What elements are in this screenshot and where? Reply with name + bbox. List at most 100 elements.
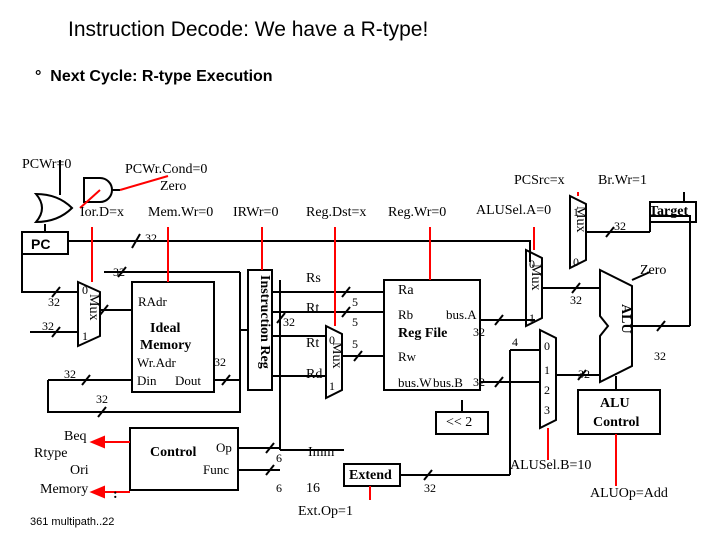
field-rt-a: Rt [306,301,320,316]
width-target: 32 [614,219,626,233]
signal-alusela: ALUSel.A=0 [476,203,552,218]
field-sixteen: 16 [306,481,320,496]
width-busb: 32 [473,375,485,389]
control-output-beq: Beq [64,429,87,444]
width-busa: 32 [473,325,485,339]
signal-pcwr: PCWr=0 [22,157,72,172]
pcwrcond-wire [119,175,169,191]
width-alu-out: 32 [654,349,666,363]
mux-pc-0: 0 [573,255,579,269]
signal-iord: Ior.D=x [80,205,125,220]
mux-left-0: 0 [82,283,88,297]
control-op: Op [216,440,232,455]
alu-control-line1: ALU [600,396,630,411]
or-gate [33,192,74,224]
signal-zero-top: Zero [160,179,187,194]
mux-left-1: 1 [82,329,88,343]
width-left-c: 32 [64,367,76,381]
slide-title: Instruction Decode: We have a R-type! [68,18,429,41]
field-five-a: 5 [352,295,358,309]
signal-brwr: Br.Wr=1 [598,173,647,188]
field-five-b: 5 [352,315,358,329]
field-six-a: 6 [276,451,282,465]
bullet-marker: ° [35,68,42,85]
width-left-d: 32 [96,392,108,406]
mux-mid [325,324,343,400]
target-label: Target [649,204,689,219]
regfile-busb: bus.B [433,375,463,390]
signal-regwr: Reg.Wr=0 [388,205,447,220]
bullet-text: Next Cycle: R-type Execution [50,68,273,85]
control-func: Func [203,462,229,477]
memory-radr: RAdr [138,294,167,309]
slide-footer: 361 multipath..22 [30,516,115,528]
signal-pcsrc: PCSrc=x [514,173,565,188]
width-alu-a: 32 [570,293,582,307]
regfile-ra: Ra [398,283,414,298]
field-five-c: 5 [352,337,358,351]
control-label: Control [150,445,197,460]
mux-alu-b [539,328,557,430]
field-rd: Rd [306,367,323,382]
and-gate [83,177,113,203]
alu-zero: Zero [640,263,667,278]
alu-label: ALU [618,304,633,334]
width-ext: 32 [424,481,436,495]
signal-irwr: IRWr=0 [233,205,279,220]
regfile-busa: bus.A [446,307,477,322]
field-six-b: 6 [276,481,282,495]
shift-label: << 2 [446,415,473,430]
field-imm: Imm [308,445,335,460]
signal-regdst: Reg.Dst=x [306,205,367,220]
mux-mid-0: 0 [329,333,335,347]
memory-wradr: Wr.Adr [137,355,176,370]
control-output-ori: Ori [70,463,89,478]
regfile-busw: bus.W [398,375,432,390]
bullet-item: ° Next Cycle: R-type Execution [35,69,273,85]
mux-alu-b-2: 2 [544,383,550,397]
mux-left-label: Mux [86,294,101,321]
mux-alu-a-1: 1 [529,311,535,325]
mux-left [77,280,101,348]
signal-memwr: Mem.Wr=0 [148,205,214,220]
memory-name: Memory [140,338,192,353]
signal-extop: Ext.Op=1 [298,504,353,519]
width-ir: 32 [283,315,295,329]
width-alu-b: 32 [578,367,590,381]
regfile-name: Reg File [398,326,448,341]
mux-mid-1: 1 [329,379,335,393]
control-ellipsis: : [113,487,118,502]
width-left-b: 32 [42,319,54,333]
signal-pcwrcond: PCWr.Cond=0 [125,162,208,177]
mux-alu-b-3: 3 [544,403,550,417]
extend-label: Extend [349,468,392,483]
alu-control-line2: Control [593,415,640,430]
alu-control [577,389,661,435]
mux-alu-b-0: 0 [544,339,550,353]
control-output-memory: Memory [40,482,89,497]
mux-pc [569,194,587,270]
mux-pc-1: 1 [573,205,579,219]
memory-din: Din [137,373,157,388]
control-output-rtype: Rtype [34,446,68,461]
memory-dout: Dout [175,373,201,388]
target-register [649,201,697,223]
field-rt-b: Rt [306,336,320,351]
signal-aluselb: ALUSel.B=10 [510,458,592,473]
width-left-a: 32 [48,295,60,309]
mux-alu-a-0: 0 [529,257,535,271]
mux-alu-a [525,248,543,328]
alu [599,268,633,384]
width-mem-right: 32 [214,355,226,369]
mux-alu-b-1: 1 [544,363,550,377]
mux-alu-b-4: 4 [512,335,518,349]
memory-block [131,281,215,393]
width-pc-bus: 32 [145,231,157,245]
memory-ideal: Ideal [150,321,181,336]
regfile-rw: Rw [398,349,417,364]
regfile-rb: Rb [398,307,414,322]
control-unit [129,427,239,491]
field-rs: Rs [306,271,321,286]
signal-aluop: ALUOp=Add [590,486,668,501]
